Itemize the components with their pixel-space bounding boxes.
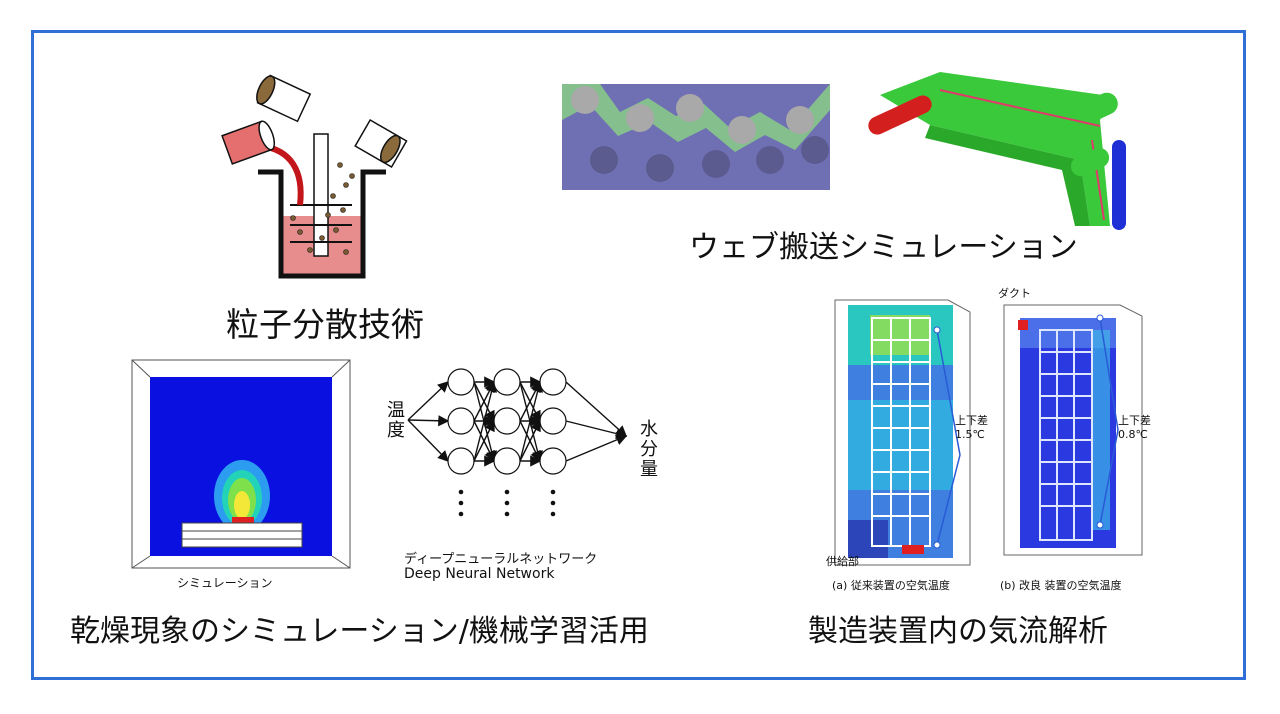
caption-airflow: 製造装置内の気流解析 [808, 614, 1108, 649]
nn-input-label: 温度 [387, 400, 405, 441]
airflow-panel-b-caption: (b) 改良 装置の空気温度 [1000, 579, 1122, 592]
caption-particle-dispersion: 粒子分散技術 [226, 305, 424, 344]
airflow-diff-b-value: 0.8℃ [1118, 428, 1148, 441]
nn-label-jp: ディープニューラルネットワーク [404, 552, 598, 567]
airflow-diff-a-value: 1.5℃ [955, 428, 985, 441]
nn-label-en: Deep Neural Network [404, 566, 555, 582]
airflow-duct-label: ダクト [998, 287, 1031, 300]
caption-drying: 乾燥現象のシミュレーション/機械学習活用 [70, 614, 649, 649]
drying-sim-label: シミュレーション [177, 576, 273, 590]
airflow-panel-a-caption: (a) 従来装置の空気温度 [832, 579, 950, 592]
airflow-diff-a-label: 上下差 [955, 414, 988, 427]
caption-web-transport: ウェブ搬送シミュレーション [689, 230, 1078, 265]
figure-frame [31, 30, 1246, 680]
nn-output-label: 水分量 [640, 419, 658, 480]
airflow-diff-b-label: 上下差 [1118, 414, 1151, 427]
airflow-supply-label: 供給部 [826, 555, 859, 568]
